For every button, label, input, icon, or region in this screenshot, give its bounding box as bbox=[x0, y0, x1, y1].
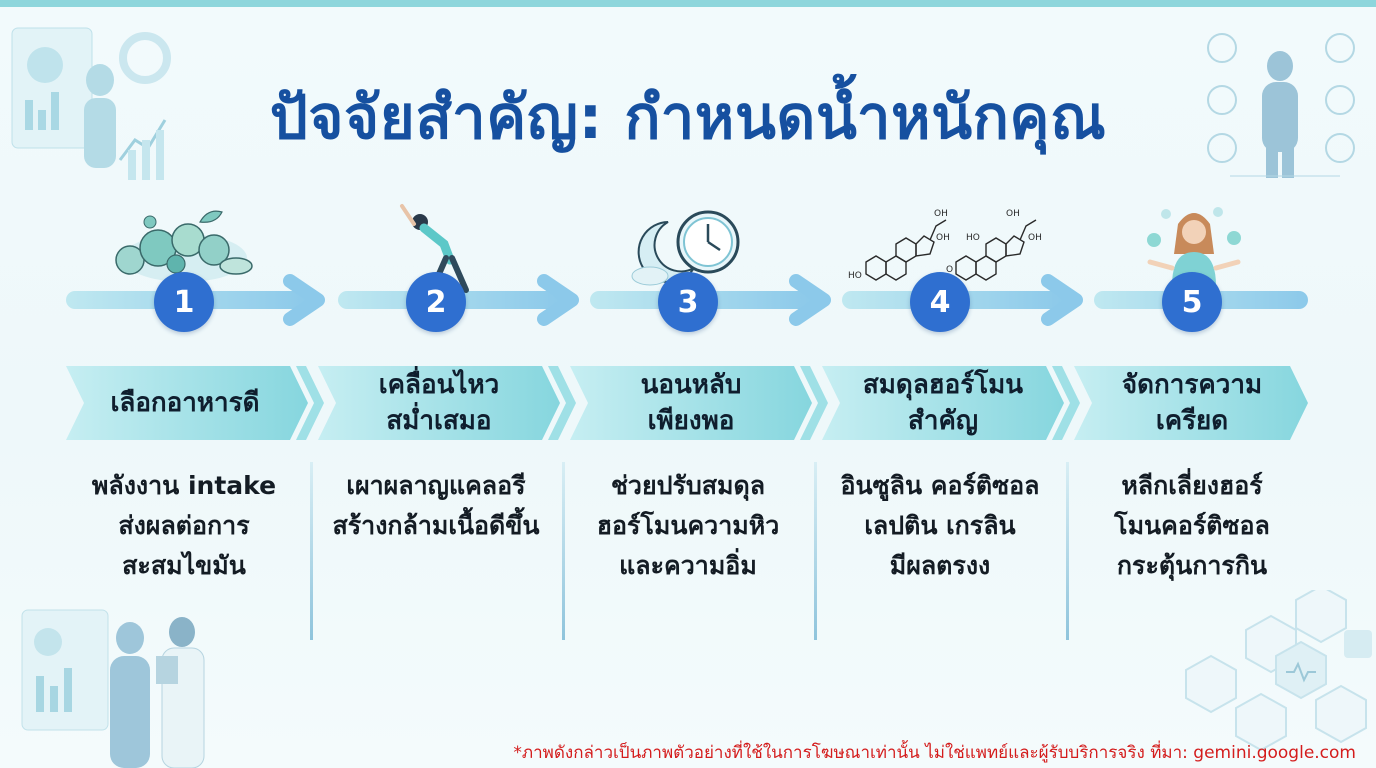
step-4-desc-line1: อินซูลิน คอร์ติซอล bbox=[840, 471, 1040, 500]
step-1-heading: เลือกอาหารดี bbox=[72, 366, 298, 440]
step-2-number: 2 bbox=[406, 272, 466, 332]
step-5-number: 5 bbox=[1162, 272, 1222, 332]
step-1-number: 1 bbox=[154, 272, 214, 332]
step-5-description: หลีกเลี่ยงฮอร์ โมนคอร์ติซอล กระตุ้นการกิ… bbox=[1072, 466, 1312, 586]
step-4-desc-line2: เลปติน เกรลิน bbox=[864, 511, 1016, 540]
step-1-heading-line1: เลือกอาหารดี bbox=[110, 388, 260, 418]
column-divider-4 bbox=[1066, 462, 1069, 640]
step-5-desc-line1: หลีกเลี่ยงฮอร์ bbox=[1121, 471, 1263, 500]
step-2-heading-line2: สม่ำเสมอ bbox=[386, 406, 492, 436]
step-3-heading-line1: นอนหลับ bbox=[640, 370, 742, 400]
step-4-heading: สมดุลฮอร์โมนสำคัญ bbox=[830, 366, 1056, 440]
molecule-label-oh-2: OH bbox=[936, 233, 950, 243]
health-dashboard-illustration-top-left bbox=[11, 27, 171, 180]
step-3-number: 3 bbox=[658, 272, 718, 332]
step-5-heading-line1: จัดการความ bbox=[1121, 370, 1263, 400]
timeline-arrows: HO OH OH O HO OH OH bbox=[66, 204, 1308, 326]
step-5-desc-line2: โมนคอร์ติซอล bbox=[1114, 511, 1270, 540]
molecule-label-ho: HO bbox=[848, 271, 862, 281]
vegetables-icon bbox=[115, 210, 253, 282]
step-5-heading-line2: เครียด bbox=[1155, 406, 1229, 436]
medical-icons-illustration-top-right bbox=[1207, 33, 1355, 178]
step-4-desc-line3: มีผลตรงง bbox=[889, 551, 991, 580]
stretching-person-icon bbox=[400, 204, 469, 293]
step-3-heading-line2: เพียงพอ bbox=[647, 406, 735, 436]
molecule-label-oh-4: OH bbox=[1028, 233, 1042, 243]
step-4-heading-line2: สำคัญ bbox=[907, 406, 978, 436]
step-2-description: เผาผลาญแคลอรี สร้างกล้ามเนื้อดีขึ้น bbox=[316, 466, 556, 546]
step-3-heading: นอนหลับเพียงพอ bbox=[578, 366, 804, 440]
banner-chevron-3 bbox=[800, 366, 828, 440]
step-1-description: พลังงาน intake ส่งผลต่อการ สะสมไขมัน bbox=[64, 466, 304, 586]
step-2-heading-line1: เคลื่อนไหว bbox=[378, 370, 500, 400]
step-4-heading-line1: สมดุลฮอร์โมน bbox=[862, 370, 1024, 400]
step-5-desc-line3: กระตุ้นการกิน bbox=[1116, 551, 1268, 580]
banner-shape-3 bbox=[570, 366, 812, 440]
banner-chevron-1 bbox=[296, 366, 324, 440]
hormone-molecule-icon bbox=[865, 219, 1037, 281]
banner-shape-1 bbox=[66, 366, 308, 440]
molecule-label-o: O bbox=[946, 265, 953, 275]
step-2-desc-line1: เผาผลาญแคลอรี bbox=[346, 471, 526, 500]
column-divider-1 bbox=[310, 462, 313, 640]
banner-chevron-2 bbox=[548, 366, 576, 440]
banner-shape-2 bbox=[318, 366, 560, 440]
page-title: ปัจจัยสำคัญ: กำหนดน้ำหนักคุณ bbox=[269, 83, 1107, 153]
moon-clock-icon bbox=[631, 210, 740, 286]
step-3-desc-line1: ช่วยปรับสมดุล bbox=[610, 471, 766, 500]
step-5-heading: จัดการความเครียด bbox=[1082, 366, 1302, 440]
column-divider-2 bbox=[562, 462, 565, 640]
hexagon-medical-icons-bottom-right bbox=[1185, 590, 1372, 752]
step-4-description: อินซูลิน คอร์ติซอล เลปติน เกรลิน มีผลตรง… bbox=[820, 466, 1060, 586]
banner-shape-5 bbox=[1074, 366, 1308, 440]
step-1-desc-line1: พลังงาน intake bbox=[91, 471, 277, 500]
banner-shape-4 bbox=[822, 366, 1064, 440]
step-2-desc-line2: สร้างกล้ามเนื้อดีขึ้น bbox=[332, 511, 540, 540]
step-4-number: 4 bbox=[910, 272, 970, 332]
top-accent-bar bbox=[0, 0, 1376, 7]
column-divider-3 bbox=[814, 462, 817, 640]
step-3-desc-line3: และความอิ่ม bbox=[619, 551, 757, 580]
molecule-label-oh-3: OH bbox=[1006, 209, 1020, 219]
step-1-desc-line3: สะสมไขมัน bbox=[122, 551, 246, 580]
step-3-description: ช่วยปรับสมดุล ฮอร์โมนความหิว และความอิ่ม bbox=[568, 466, 808, 586]
disclaimer-footer: *ภาพดังกล่าวเป็นภาพตัวอย่างที่ใช้ในการโฆ… bbox=[513, 743, 1356, 763]
doctor-patient-illustration-bottom-left bbox=[21, 609, 205, 768]
step-2-heading: เคลื่อนไหวสม่ำเสมอ bbox=[326, 366, 552, 440]
molecule-label-oh-1: OH bbox=[934, 209, 948, 219]
step-1-desc-line2: ส่งผลต่อการ bbox=[118, 511, 250, 540]
banner-chevron-4 bbox=[1052, 366, 1080, 440]
step-banners bbox=[66, 366, 1308, 440]
step-3-desc-line2: ฮอร์โมนความหิว bbox=[596, 511, 780, 540]
molecule-label-ho-2: HO bbox=[966, 233, 980, 243]
